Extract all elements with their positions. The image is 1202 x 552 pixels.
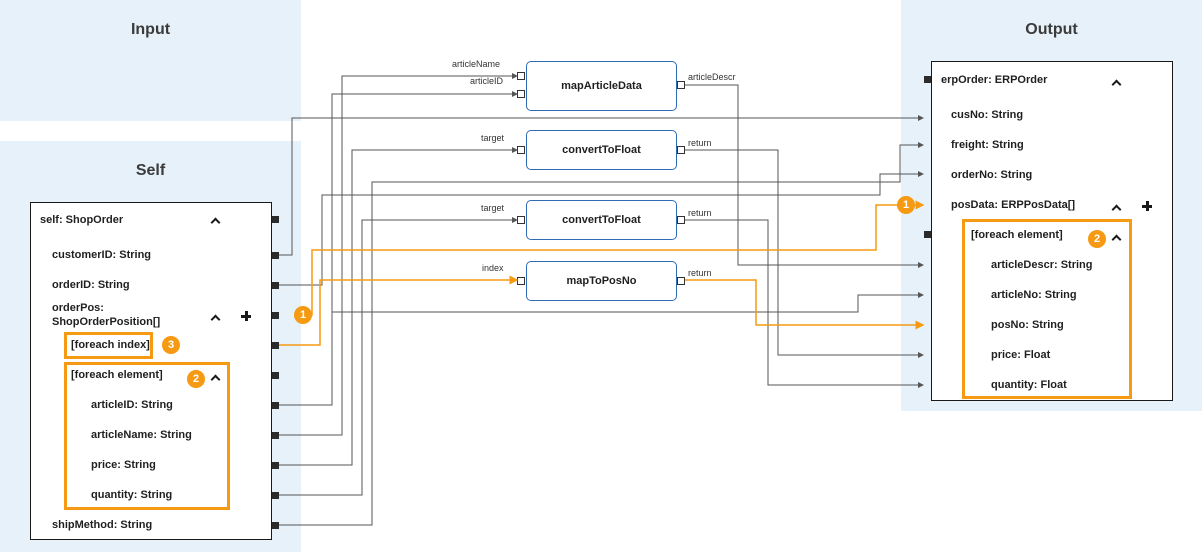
port-price[interactable]: [272, 462, 279, 469]
wire-articleName: [279, 73, 518, 436]
mapToPosNo-label: mapToPosNo: [566, 275, 637, 287]
output-root-label: erpOrder: ERPOrder: [941, 74, 1048, 86]
output-panel-title: Output: [1025, 21, 1078, 38]
port-shipMethod[interactable]: [272, 522, 279, 529]
self-root-label: self: ShopOrder: [40, 214, 124, 226]
posData-field: posData: ERPPosData[]: [951, 199, 1076, 211]
badge-1-output: 1: [897, 196, 915, 214]
articleDescr-field: articleDescr: String: [991, 259, 1093, 271]
wire-quantity: [279, 217, 518, 496]
cusNo-field: cusNo: String: [951, 109, 1024, 121]
badge-2-output: 2: [1088, 230, 1106, 248]
port-orderPos[interactable]: [272, 312, 279, 319]
highlight-foreach-element: [64, 362, 230, 510]
convertToFloat-label-1: convertToFloat: [562, 144, 641, 156]
port-quantity[interactable]: [272, 492, 279, 499]
wire-price-out: [685, 149, 924, 358]
output-quantity-field: quantity: Float: [991, 379, 1067, 391]
label-return-3: return: [688, 268, 712, 278]
orderID-field: orderID: String: [52, 279, 130, 291]
port-foreach-element[interactable]: [272, 372, 279, 379]
output-foreach-element-label: [foreach element]: [971, 229, 1063, 241]
wire-foreach-index: [279, 275, 519, 346]
label-target-1: target: [481, 133, 505, 143]
wire-orderID: [279, 171, 924, 286]
mapArticleData-function[interactable]: mapArticleData: [526, 61, 677, 111]
convertToFloat2-out[interactable]: [677, 216, 685, 224]
convertToFloat-function-1[interactable]: convertToFloat: [526, 130, 677, 170]
label-articleDescr: articleDescr: [688, 72, 736, 82]
input-panel-title: Input: [130, 21, 171, 38]
badge-3-self: 3: [162, 336, 180, 354]
wire-articleNo: [332, 292, 924, 313]
label-index: index: [482, 263, 504, 273]
foreach-element-label: [foreach element]: [71, 369, 163, 381]
articleName-field: articleName: String: [91, 429, 192, 441]
wire-shipMethod: [279, 142, 924, 526]
label-articleName: articleName: [452, 59, 501, 69]
badge-2-self: 2: [187, 370, 205, 388]
convertToFloat-function-2[interactable]: convertToFloat: [526, 200, 677, 240]
output-price-field: price: Float: [991, 349, 1051, 361]
wire-quantity-out: [685, 219, 924, 388]
foreach-index-label: [foreach index]: [71, 339, 150, 351]
wire-customerID: [279, 115, 924, 256]
add-orderPos-icon[interactable]: [241, 311, 251, 321]
port-foreach-index[interactable]: [272, 342, 279, 349]
mapArticleData-label: mapArticleData: [561, 80, 642, 92]
orderNo-field: orderNo: String: [951, 169, 1033, 181]
label-articleID: articleID: [470, 76, 504, 86]
wire-posNo: [685, 279, 925, 330]
label-target-2: target: [481, 203, 505, 213]
wire-articleDescr: [685, 84, 924, 268]
add-posData-icon[interactable]: [1142, 201, 1152, 211]
port-articleName[interactable]: [272, 432, 279, 439]
port-posData-foreach[interactable]: [924, 231, 931, 238]
self-panel-title: Self: [135, 162, 166, 179]
self-tree-box: [30, 202, 272, 540]
input-panel: Input: [0, 0, 301, 121]
badge-1-self: 1: [294, 306, 312, 324]
wire-orderPos-posData: [300, 200, 925, 316]
orderPos-field-line2: ShopOrderPosition[]: [52, 316, 161, 328]
freight-field: freight: String: [951, 139, 1024, 151]
port-self[interactable]: [272, 216, 279, 223]
price-field: price: String: [91, 459, 156, 471]
shipMethod-field: shipMethod: String: [52, 519, 153, 531]
mapToPosNo-out[interactable]: [677, 277, 685, 285]
port-orderID[interactable]: [272, 282, 279, 289]
customerID-field: customerID: String: [52, 249, 152, 261]
convertToFloat1-out[interactable]: [677, 146, 685, 154]
output-tree-box: [931, 61, 1173, 401]
mapToPosNo-function[interactable]: mapToPosNo: [526, 261, 677, 301]
highlight-output-foreach-element: [962, 219, 1132, 399]
articleNo-field: articleNo: String: [991, 289, 1077, 301]
articleID-field: articleID: String: [91, 399, 173, 411]
port-articleID[interactable]: [272, 402, 279, 409]
orderPos-field-line1: orderPos:: [52, 302, 104, 314]
label-return-1: return: [688, 138, 712, 148]
port-customerID[interactable]: [272, 252, 279, 259]
convertToFloat-label-2: convertToFloat: [562, 214, 641, 226]
port-erpOrder[interactable]: [924, 76, 931, 83]
wire-price: [279, 147, 518, 466]
quantity-field: quantity: String: [91, 489, 173, 501]
posNo-field: posNo: String: [991, 319, 1064, 331]
highlight-foreach-index: [64, 332, 153, 359]
label-return-2: return: [688, 208, 712, 218]
mapArticleData-out[interactable]: [677, 81, 685, 89]
